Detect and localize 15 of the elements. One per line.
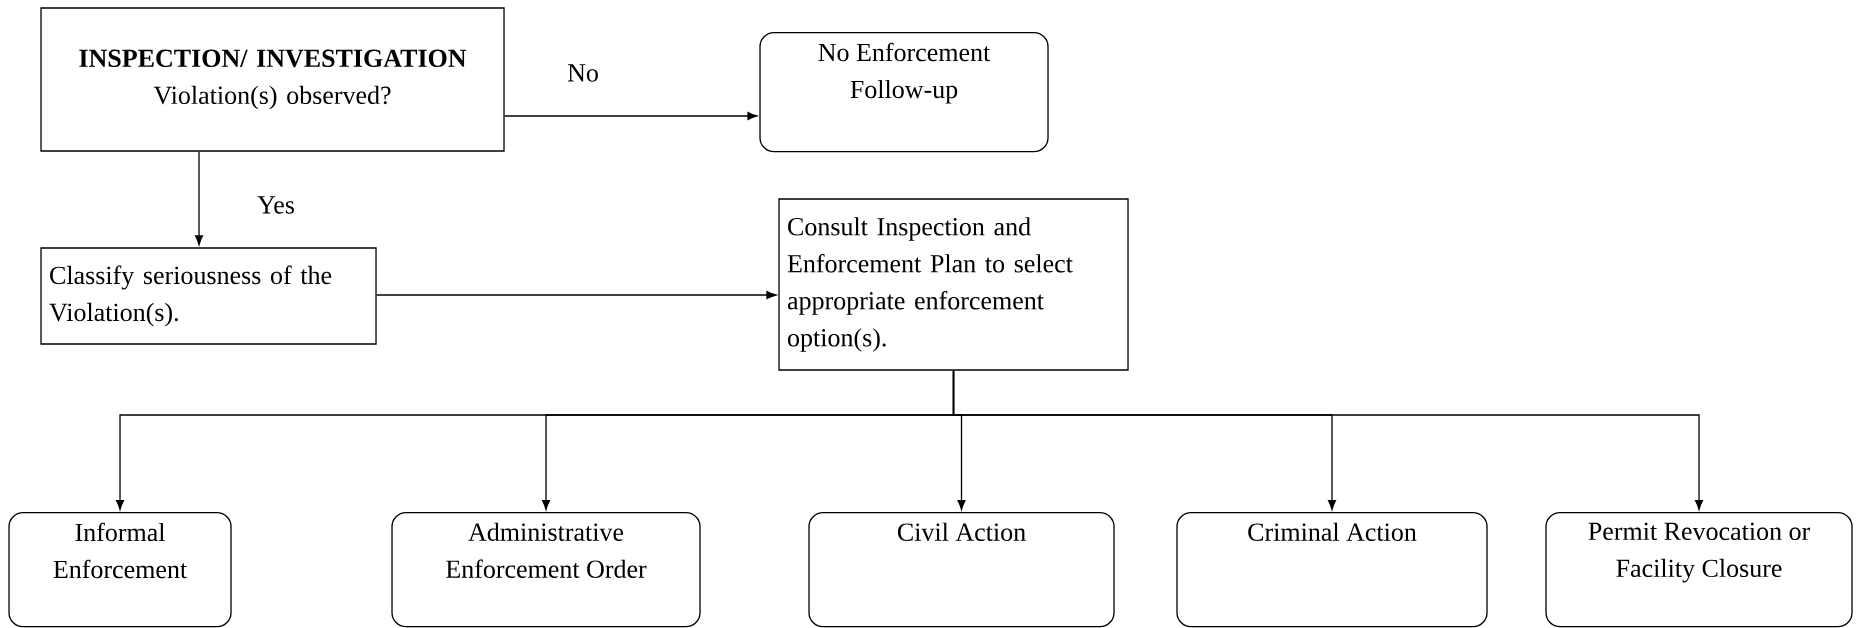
process-box: Administrative Enforcement Order — [391, 512, 701, 628]
process-box: No Enforcement Follow-up — [759, 32, 1049, 153]
process-box: Permit Revocation or Facility Closure — [1545, 512, 1853, 628]
process-box: Civil Action — [808, 512, 1115, 628]
edge-label: Yes — [255, 194, 297, 216]
process-box: INSPECTION/ INVESTIGATION Violation(s) observed? — [40, 7, 505, 152]
arrow — [195, 151, 204, 246]
edge-label: No — [565, 62, 601, 84]
process-box: Consult Inspection and Enforcement Plan to select appropriate enforcement option(s). — [778, 198, 1129, 371]
arrow — [376, 291, 777, 299]
process-box: Classify seriousness of the Violation(s). — [40, 247, 377, 345]
arrow — [504, 111, 758, 120]
arrow — [952, 370, 1704, 510]
process-box: Criminal Action — [1176, 512, 1488, 628]
process-box: Informal Enforcement — [8, 512, 232, 628]
